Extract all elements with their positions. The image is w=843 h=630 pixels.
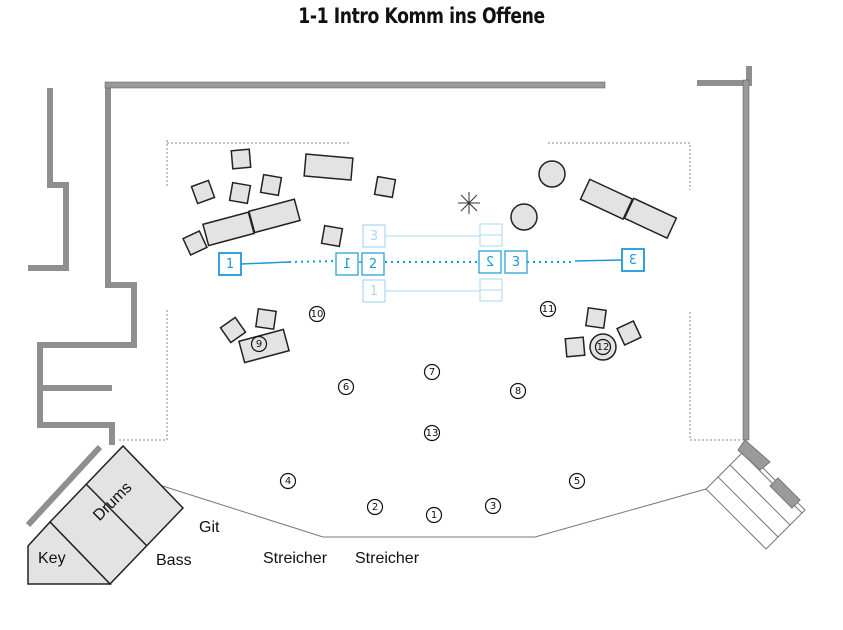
- chair: [320, 224, 344, 248]
- table: [303, 153, 354, 181]
- table: [248, 198, 301, 234]
- chair: [373, 175, 397, 199]
- position-marker: 7: [423, 363, 441, 381]
- position-marker: 9: [250, 335, 268, 353]
- label-strings-right: Streicher: [355, 550, 420, 567]
- chair: [259, 173, 283, 197]
- path-marker-label: 3: [629, 253, 637, 268]
- table: [579, 178, 634, 221]
- round-prop: [510, 203, 538, 231]
- chair: [230, 148, 252, 170]
- round-prop: [589, 333, 617, 361]
- audience-edge: [149, 481, 707, 538]
- table: [238, 328, 290, 364]
- wall-fills: [104, 79, 750, 441]
- path-marker-label: 3: [370, 229, 378, 244]
- riser-key: [27, 520, 112, 585]
- path-marker-label: 3: [512, 255, 520, 270]
- chair: [254, 307, 278, 331]
- position-number: 10: [311, 309, 324, 320]
- path-marker: 1: [362, 279, 386, 303]
- position-number: 3: [490, 501, 496, 512]
- chair: [564, 336, 586, 358]
- wall-top-right: [697, 80, 749, 438]
- position-number: 6: [343, 382, 349, 393]
- path-marker: 2: [478, 250, 502, 274]
- position-number: 12: [597, 342, 610, 353]
- band-risers: [27, 444, 185, 586]
- position-number: 7: [429, 367, 435, 378]
- position-marker: 1: [425, 506, 443, 524]
- label-git: Git: [199, 519, 220, 536]
- path-marker: 1: [335, 252, 359, 276]
- path-marker: 3: [504, 250, 528, 274]
- position-number: 13: [426, 428, 439, 439]
- diagram-title: 1-1 Intro Komm ins Offene: [298, 4, 545, 28]
- position-marker: 11: [539, 300, 557, 318]
- position-number: 4: [285, 476, 291, 487]
- walls: [25, 66, 752, 528]
- position-marker: 10: [308, 305, 326, 323]
- position-marker: 5: [568, 472, 586, 490]
- wall-left-outer: [28, 88, 69, 271]
- stage-boundary: [117, 140, 740, 441]
- table: [623, 197, 678, 240]
- path-marker: 1: [218, 252, 242, 276]
- stairs-right: [705, 439, 806, 550]
- path-marker-layer: 1 1 2 2 3 3 3 1: [218, 224, 645, 303]
- path-marker-label: 1: [370, 284, 378, 299]
- chair: [584, 306, 608, 330]
- position-marker: 12: [594, 338, 612, 356]
- wall-left-bottom: [25, 444, 103, 528]
- chair: [190, 179, 216, 205]
- table: [202, 211, 255, 247]
- label-bass: Bass: [156, 552, 192, 569]
- label-key: Key: [38, 550, 66, 567]
- position-marker: 4: [279, 472, 297, 490]
- props: [182, 148, 678, 364]
- path-marker-label: 1: [343, 257, 351, 272]
- position-marker: 6: [337, 378, 355, 396]
- chair: [182, 230, 208, 256]
- round-prop: [538, 160, 566, 188]
- position-number: 9: [256, 339, 262, 350]
- label-strings-left: Streicher: [263, 550, 328, 567]
- position-marker: 13: [423, 424, 441, 442]
- path-main: [240, 259, 623, 265]
- chair: [219, 316, 247, 344]
- path-marker-label: 1: [226, 257, 234, 272]
- position-number: 8: [515, 386, 521, 397]
- position-number: 5: [574, 476, 580, 487]
- position-number: 2: [372, 502, 378, 513]
- position-marker: 8: [509, 382, 527, 400]
- path-marker-label: 2: [486, 255, 494, 270]
- position-number: 11: [542, 304, 555, 315]
- path-marker: 2: [361, 252, 385, 276]
- wall-top-left: [37, 82, 602, 445]
- chair: [616, 320, 642, 346]
- path-marker-label: 2: [369, 257, 377, 272]
- path-faint: [385, 223, 503, 302]
- chair: [228, 181, 252, 205]
- path-marker: 3: [362, 224, 386, 248]
- path-marker: 3: [621, 248, 645, 272]
- position-number: 1: [431, 510, 437, 521]
- position-marker: 3: [484, 497, 502, 515]
- movement-paths: 1 1 2 2 3 3 3 1: [218, 223, 645, 303]
- asterisk-icon: [458, 192, 480, 214]
- position-marker: 2: [366, 498, 384, 516]
